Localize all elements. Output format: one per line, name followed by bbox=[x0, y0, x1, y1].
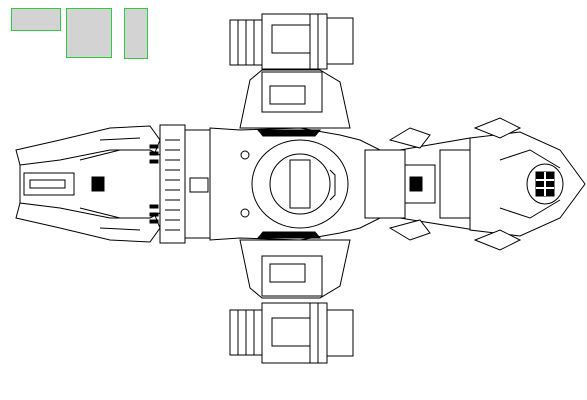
tail-section bbox=[15, 125, 171, 243]
central-hull bbox=[209, 127, 476, 241]
nose-section bbox=[469, 117, 586, 251]
cockpit-dome bbox=[526, 163, 564, 205]
tail-vents bbox=[149, 144, 159, 224]
lower-engine-nacelle bbox=[229, 239, 354, 364]
upper-fin bbox=[388, 127, 431, 149]
sprite-swatch-square[interactable] bbox=[66, 8, 112, 58]
lower-fin bbox=[388, 219, 431, 241]
sprite-swatch-tall-narrow[interactable] bbox=[124, 8, 148, 59]
upper-engine-nacelle bbox=[229, 13, 354, 129]
thruster-rack bbox=[159, 124, 216, 244]
sprite-swatch-small-wide[interactable] bbox=[11, 8, 61, 31]
